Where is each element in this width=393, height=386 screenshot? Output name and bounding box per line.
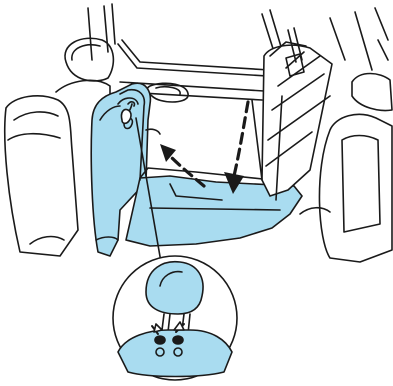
headrest-detail-callout bbox=[113, 256, 237, 380]
left-rear-headrest bbox=[65, 38, 113, 81]
